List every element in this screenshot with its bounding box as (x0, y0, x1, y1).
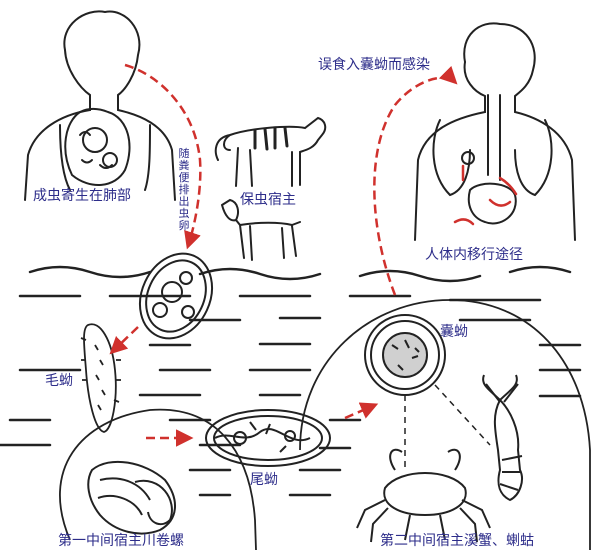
label-second-host: 第二中间宿主溪蟹、蝲蛄 (380, 533, 534, 549)
label-metacercaria: 囊蚴 (440, 324, 468, 340)
label-egg-excretion: 随粪便排出虫卵 (178, 147, 190, 232)
arrow-egg-to-miracidium (109, 326, 139, 355)
cercaria-figure (205, 409, 331, 467)
egg-figure (139, 252, 213, 340)
label-cercaria: 尾蚴 (250, 472, 278, 488)
label-first-host: 第一中间宿主川卷螺 (58, 533, 184, 549)
human-right-figure (414, 22, 576, 241)
second-host-circle (299, 299, 591, 550)
miracidium-figure (80, 323, 121, 433)
water-lines (0, 265, 582, 497)
lifecycle-arrows (109, 63, 458, 447)
host-circles (59, 299, 591, 550)
tiger-figure (214, 116, 327, 187)
first-host-circle (59, 408, 257, 550)
arrow-lung-to-egg (124, 63, 202, 250)
label-miracidium: 毛蚴 (45, 373, 73, 389)
label-reservoir-host: 保虫宿主 (240, 192, 296, 208)
connector-lines (404, 384, 491, 470)
crayfish-figure (482, 374, 523, 502)
label-adult-lung: 成虫寄生在肺部 (33, 188, 131, 204)
crab-figure (356, 448, 491, 543)
arrow-cercaria-to-metacercaria (344, 402, 379, 420)
arrow-infection (373, 65, 458, 296)
label-infection: 误食入囊蚴而感染 (318, 57, 430, 73)
label-migration: 人体内移行途径 (425, 247, 523, 263)
human-left-figure (24, 10, 176, 201)
metacercaria-figure (364, 314, 446, 396)
dog-figure (221, 198, 301, 261)
snail-figure (87, 460, 177, 535)
